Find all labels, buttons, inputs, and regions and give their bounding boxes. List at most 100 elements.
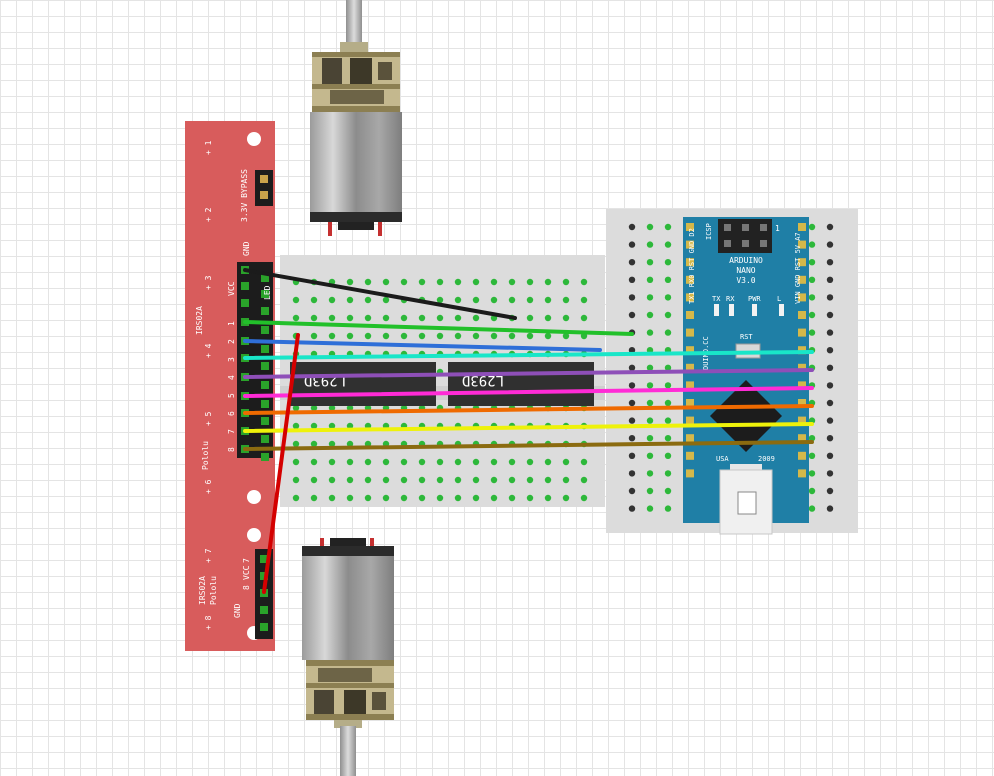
- header-pin: [261, 453, 269, 461]
- breadboard-hole: [580, 458, 588, 466]
- motor-terminal: [370, 538, 374, 550]
- sensor-pin-label: 8: [227, 447, 236, 452]
- breadboard-hole: [490, 296, 498, 304]
- breadboard-hole: [808, 435, 816, 442]
- breadboard-hole: [628, 276, 636, 283]
- breadboard-hole: [490, 494, 498, 502]
- breadboard-hole: [646, 417, 654, 424]
- breadboard-hole: [346, 440, 354, 448]
- breadboard-hole: [436, 296, 444, 304]
- breadboard-hole: [646, 259, 654, 266]
- breadboard-hole: [346, 476, 354, 484]
- breadboard-hole: [310, 332, 318, 340]
- breadboard-hole: [400, 314, 408, 322]
- arduino-pin-pad: [798, 293, 806, 302]
- breadboard-hole: [436, 494, 444, 502]
- brand-label: Pololu: [201, 441, 210, 470]
- breadboard-hole: [418, 332, 426, 340]
- usa-label: USA: [716, 455, 729, 463]
- breadboard-hole: [454, 314, 462, 322]
- breadboard-hole: [808, 329, 816, 336]
- breadboard-hole: [628, 259, 636, 266]
- motor-can: [302, 556, 394, 660]
- breadboard-hole: [382, 296, 390, 304]
- breadboard-hole: [382, 314, 390, 322]
- breadboard-hole: [310, 476, 318, 484]
- sensor-pin-label: 3: [227, 357, 236, 362]
- breadboard-hole: [808, 505, 816, 512]
- wire-yellow: [243, 422, 814, 433]
- breadboard-hole: [646, 435, 654, 442]
- breadboard-hole: [292, 296, 300, 304]
- breadboard-hole: [808, 487, 816, 495]
- breadboard-hole: [562, 476, 570, 484]
- led-l: [779, 304, 784, 316]
- breadboard-hole: [346, 332, 354, 340]
- breadboard-hole: [826, 435, 834, 442]
- arduino-pin-pad: [798, 311, 806, 319]
- breadboard-hole: [508, 494, 516, 502]
- breadboard-hole: [490, 476, 498, 484]
- breadboard-hole: [328, 314, 336, 322]
- breadboard-hole: [328, 440, 336, 448]
- breadboard-hole: [628, 364, 636, 371]
- breadboard-hole: [328, 296, 336, 304]
- breadboard-hole: [646, 329, 654, 336]
- vcc-label: VCC: [242, 565, 251, 580]
- arduino-pin-pad: [686, 399, 694, 407]
- breadboard-hole: [808, 452, 816, 459]
- header-pin: [261, 381, 269, 389]
- breadboard-hole: [436, 332, 444, 340]
- breadboard-hole: [364, 314, 372, 322]
- breadboard-hole: [646, 241, 654, 248]
- breadboard-hole: [292, 458, 300, 466]
- breadboard-hole: [346, 422, 354, 430]
- model-label: IRS02A: [198, 576, 207, 605]
- arduino-pin-pad: [686, 275, 694, 284]
- wire-green: [243, 320, 634, 336]
- breadboard-hole: [472, 278, 480, 286]
- breadboard-hole: [400, 476, 408, 484]
- header-pin: [261, 417, 269, 425]
- arduino-pin-pad: [798, 434, 806, 443]
- breadboard-hole: [664, 399, 672, 407]
- breadboard-hole: [490, 332, 498, 340]
- breadboard-hole: [454, 458, 462, 466]
- breadboard-hole: [526, 494, 534, 502]
- breadboard-hole: [664, 417, 672, 424]
- wire-blue: [243, 339, 602, 352]
- sensor-pin-label: 5: [227, 393, 236, 398]
- breadboard-hole: [508, 332, 516, 340]
- breadboard-hole: [664, 311, 672, 319]
- breadboard-hole: [826, 470, 834, 477]
- breadboard-hole: [826, 259, 834, 266]
- breadboard-hole: [454, 494, 462, 502]
- breadboard-hole: [646, 399, 654, 407]
- bypass-label: 3.3V BYPASS: [240, 169, 249, 222]
- breadboard-hole: [826, 347, 834, 354]
- breadboard-hole: [826, 399, 834, 407]
- breadboard-hole: [454, 332, 462, 340]
- breadboard-hole: [310, 494, 318, 502]
- breadboard-hole: [628, 241, 636, 248]
- breadboard-hole: [580, 476, 588, 484]
- breadboard-hole: [646, 294, 654, 301]
- arduino-top-left-pins: TX1 RX0 RST GND D2: [688, 228, 696, 304]
- breadboard-hole: [346, 404, 354, 412]
- arduino-pin-pad: [686, 363, 694, 372]
- breadboard-hole: [628, 347, 636, 354]
- arduino-pin-pad: [798, 469, 806, 478]
- breadboard-holes: [628, 223, 834, 512]
- breadboard-hole: [826, 487, 834, 495]
- breadboard-hole: [562, 314, 570, 322]
- breadboard-hole: [346, 296, 354, 304]
- breadboard-hole: [580, 494, 588, 502]
- pad-label: + 6: [204, 479, 213, 494]
- breadboard-hole: [346, 494, 354, 502]
- driver-chip-left: L293D: [290, 362, 436, 406]
- gearbox: [306, 660, 394, 720]
- breadboard-hole: [664, 329, 672, 336]
- breadboard-hole: [562, 332, 570, 340]
